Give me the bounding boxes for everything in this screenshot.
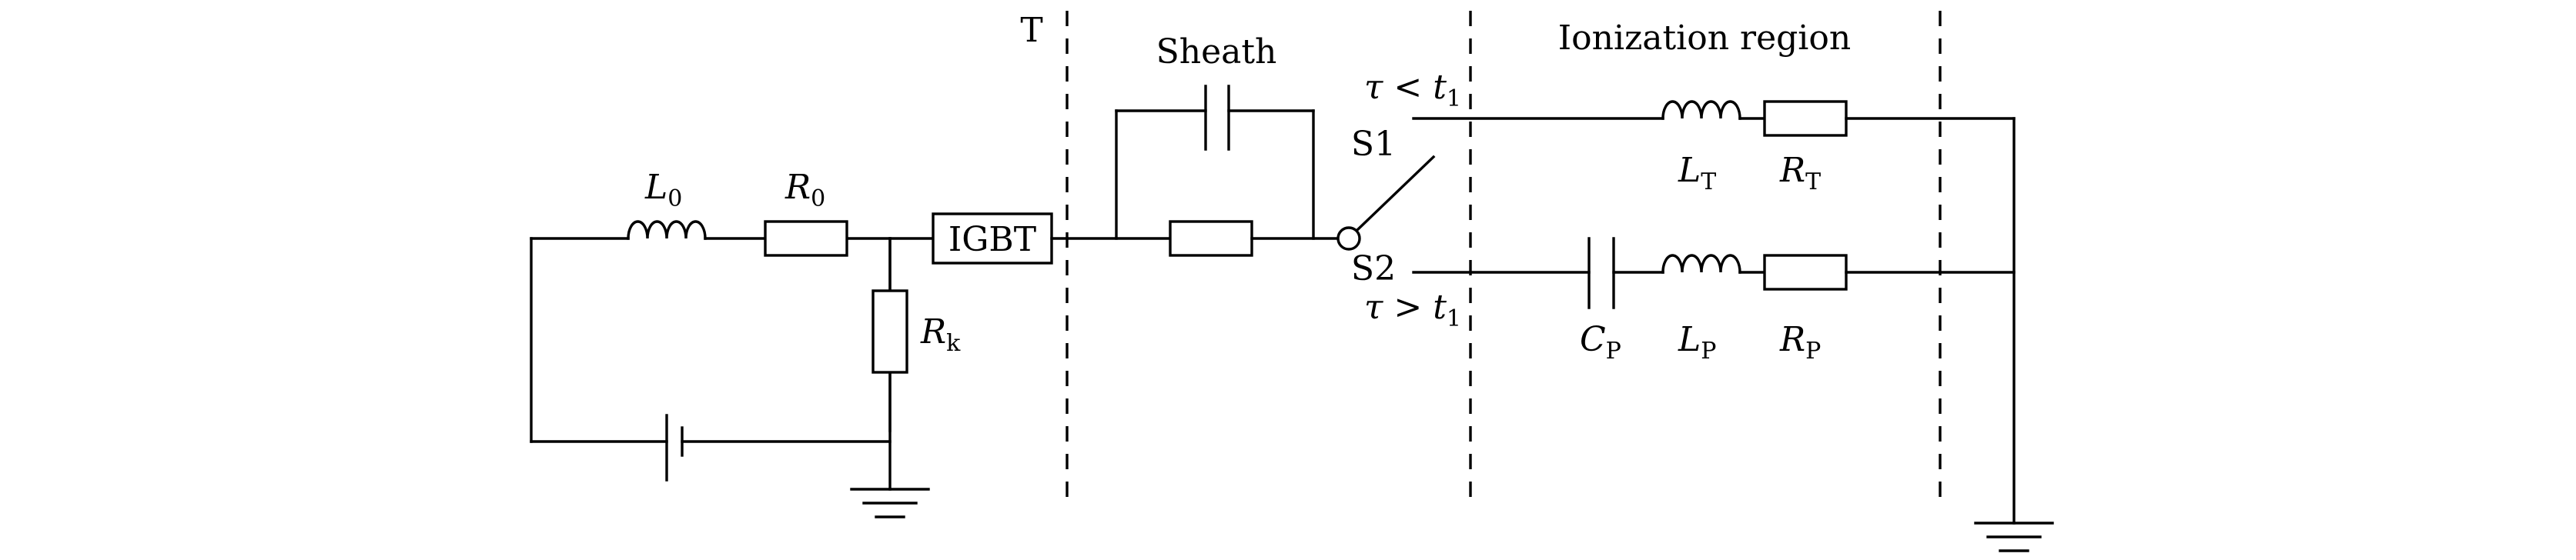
label-ionization-region: Ionization region <box>1558 18 1851 58</box>
inductor-LT <box>1661 100 1741 120</box>
label-RT: RT <box>1779 151 1821 195</box>
label-S1: S1 <box>1351 125 1396 164</box>
label-LT: LT <box>1678 151 1716 195</box>
label-tau-less-t1: τ < t1 <box>1364 68 1461 112</box>
ground-left <box>850 488 930 518</box>
switch-pivot <box>1337 226 1361 251</box>
inductor-LP <box>1661 254 1741 274</box>
label-S2: S2 <box>1351 249 1396 288</box>
resistor-sheath <box>1169 220 1253 257</box>
resistor-R0 <box>764 220 848 257</box>
label-T: T <box>1020 11 1042 50</box>
resistor-RT <box>1763 100 1848 137</box>
switch-arm <box>1356 155 1436 232</box>
label-sheath: Sheath <box>1156 32 1277 72</box>
inductor-L0 <box>627 220 707 240</box>
battery-symbol <box>665 414 684 482</box>
resistor-Rk <box>871 289 908 374</box>
label-tau-greater-t1: τ > t1 <box>1364 288 1461 332</box>
label-L0: L0 <box>644 168 682 212</box>
label-CP: CP <box>1580 320 1621 365</box>
left-source-loop <box>530 237 935 491</box>
label-R0: R0 <box>785 168 825 212</box>
branch-plasma <box>1412 237 2016 309</box>
branch-transient <box>1412 100 2016 137</box>
label-Rk: Rk <box>920 312 961 357</box>
label-LP: LP <box>1678 320 1716 365</box>
label-RP: RP <box>1779 320 1821 365</box>
resistor-RP <box>1763 254 1848 291</box>
sheath-network <box>1115 85 1340 257</box>
ground-right <box>1974 522 2054 552</box>
igbt-label: IGBT <box>948 220 1036 259</box>
